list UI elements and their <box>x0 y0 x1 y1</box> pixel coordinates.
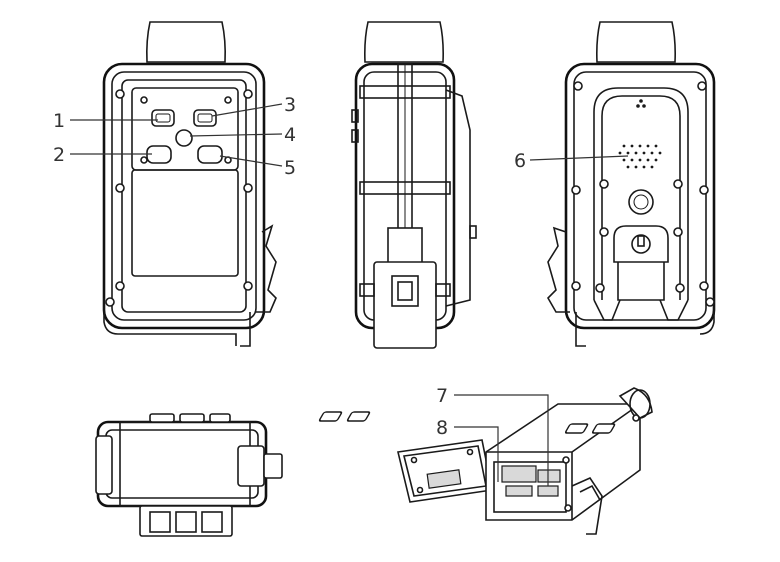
button-1 <box>151 109 175 127</box>
callout-1: 1 <box>53 110 158 132</box>
callout-3: 3 <box>211 94 296 117</box>
callout-4: 4 <box>189 124 296 146</box>
callout-7: 7 <box>436 385 549 486</box>
speaker-grille-icon <box>618 144 662 169</box>
screw-icon <box>115 89 253 291</box>
button-4-center <box>175 129 193 147</box>
led-icon <box>636 99 646 108</box>
side-view <box>351 21 477 349</box>
top-view <box>95 413 283 537</box>
perspective-view <box>318 387 653 535</box>
callout-4-label: 4 <box>284 124 296 146</box>
callout-2-label: 2 <box>53 144 65 166</box>
callout-8: 8 <box>436 417 499 482</box>
callout-5: 5 <box>219 155 296 179</box>
callout-7-label: 7 <box>436 385 448 407</box>
callout-2: 2 <box>53 144 152 166</box>
callout-8-label: 8 <box>436 417 448 439</box>
callout-5-label: 5 <box>284 157 296 179</box>
front-view <box>102 21 277 347</box>
callout-6: 6 <box>514 150 629 172</box>
rear-view <box>547 21 716 347</box>
callout-1-label: 1 <box>53 110 65 132</box>
button-5 <box>197 145 223 164</box>
callout-6-label: 6 <box>514 150 526 172</box>
button-3 <box>193 109 217 127</box>
callout-3-label: 3 <box>284 94 296 116</box>
